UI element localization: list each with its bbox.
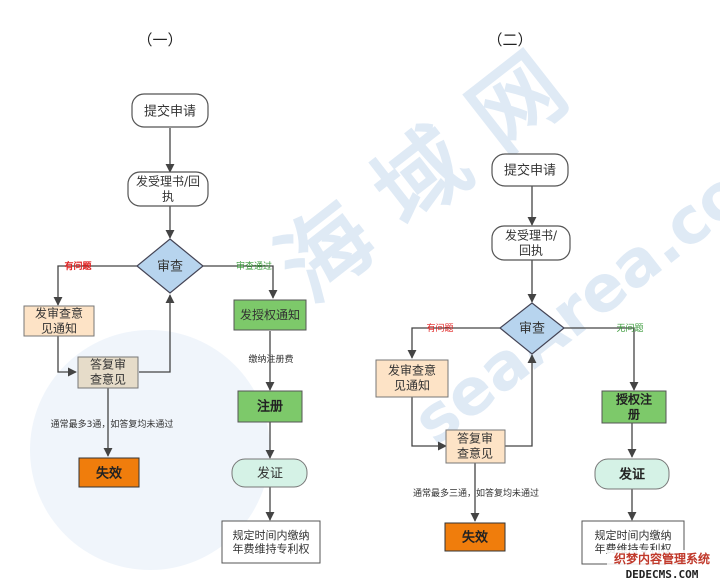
node2-receipt: 发受理书/回执 xyxy=(491,225,571,261)
edge2-review-grant xyxy=(564,327,639,391)
label-fee: 缴纳注册费 xyxy=(248,353,293,365)
node-label-d2_cert: 发证 xyxy=(618,467,645,483)
node-label-d2_receipt: 发受理书/回执 xyxy=(505,228,558,258)
node-label-d1_fee: 规定时间内缴纳年费维持专利权 xyxy=(233,528,310,556)
node2-notice: 发审查意见通知 xyxy=(375,359,449,398)
edge2-reply-review xyxy=(505,354,537,447)
footer-en: DEDECMS.COM xyxy=(626,568,699,581)
node-reply: 答复审查意见 xyxy=(77,356,139,389)
node-fail: 失效 xyxy=(78,457,140,488)
node-label-d1_fail: 失效 xyxy=(96,466,123,482)
node2-review-diamond: 审查 xyxy=(499,302,565,355)
node-label-d2_reply: 答复审查意见 xyxy=(457,431,493,461)
node2-submit: 提交申请 xyxy=(491,153,569,187)
label-problem: 有问题 xyxy=(64,260,92,272)
node-notice: 发审查意见通知 xyxy=(23,305,95,337)
edge2-review-notice xyxy=(407,327,500,359)
node-label-d2_review: 审查 xyxy=(519,322,545,337)
node2-cert: 发证 xyxy=(594,458,670,490)
diagram-1-title: （一） xyxy=(137,31,182,49)
node-label-d1_cert: 发证 xyxy=(257,466,283,482)
node-grant-notice: 发授权通知 xyxy=(233,299,307,331)
node-label-d1_review: 审查 xyxy=(157,260,183,275)
node-label-d1_grant_notice: 发授权通知 xyxy=(240,307,300,322)
node2-grant: 授权注册 xyxy=(601,390,667,424)
node-label-d2_grant: 授权注册 xyxy=(616,392,652,422)
node-receipt: 发受理书/回执 xyxy=(127,171,209,207)
edge2-notice-reply xyxy=(411,397,447,451)
diagram-2-title: （二） xyxy=(487,31,532,49)
node-label-d1_submit: 提交申请 xyxy=(144,104,196,120)
node2-fail: 失效 xyxy=(444,522,506,552)
node-label-d1_receipt: 发受理书/回执 xyxy=(136,174,200,204)
node-review-diamond: 审查 xyxy=(136,238,204,294)
node-fee: 规定时间内缴纳年费维持专利权 xyxy=(221,520,321,564)
diagram-1-edges xyxy=(53,128,278,521)
node-label-d2_notice: 发审查意见通知 xyxy=(388,363,436,393)
node-label-d2_fail: 失效 xyxy=(462,530,489,546)
node2-reply: 答复审查意见 xyxy=(445,429,506,464)
label-passed: 审查通过 xyxy=(236,260,272,272)
node-label-d1_register: 注册 xyxy=(257,399,283,415)
label2-no-problem: 无问题 xyxy=(616,322,643,334)
diagram-1: （一） 提交申请 发受理书/回执 审查 发 xyxy=(23,31,321,564)
node-submit: 提交申请 xyxy=(131,93,209,128)
node-label-d2_submit: 提交申请 xyxy=(504,163,556,179)
node-label-d1_notice: 发审查意见通知 xyxy=(35,306,83,336)
footer-cn: 织梦内容管理系统 xyxy=(614,551,710,566)
edge-review-grant xyxy=(203,265,278,299)
edge-review-notice xyxy=(53,265,137,306)
node-label-d1_reply: 答复审查意见 xyxy=(90,357,126,387)
node-cert: 发证 xyxy=(231,458,308,488)
edge-reply-review xyxy=(139,294,175,373)
edge-notice-reply xyxy=(57,336,77,377)
diagram-2-edges xyxy=(407,186,639,522)
label2-problem: 有问题 xyxy=(426,322,453,334)
label-note: 通常最多3通，如答复均未通过 xyxy=(51,418,174,430)
node-register: 注册 xyxy=(237,390,303,423)
footer-logo: 织梦内容管理系统 DEDECMS.COM xyxy=(607,550,720,585)
label2-note: 通常最多三通，如答复均未通过 xyxy=(413,487,539,499)
